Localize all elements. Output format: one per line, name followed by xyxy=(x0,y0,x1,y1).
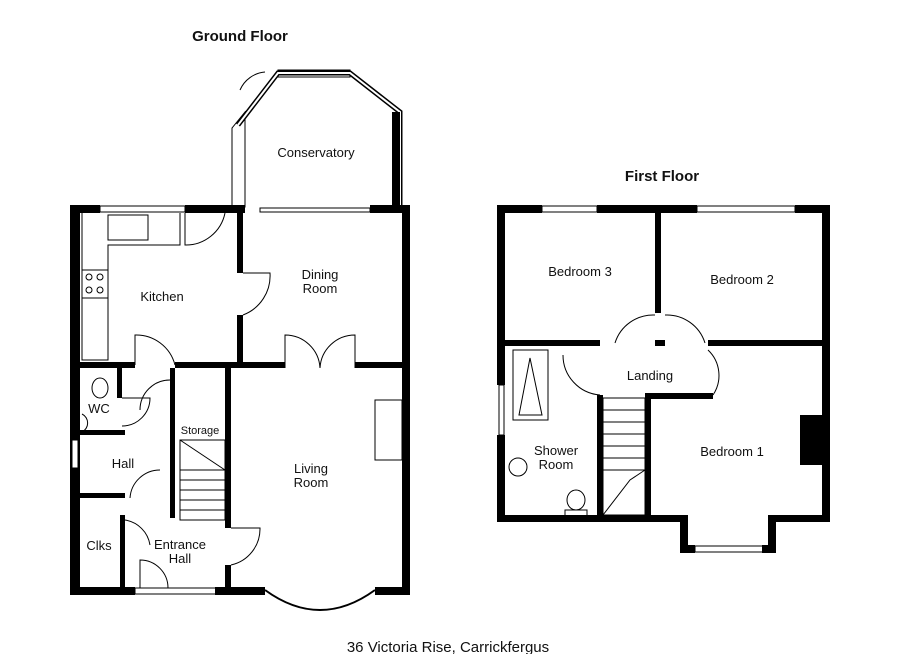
room-entrance-line2: Hall xyxy=(169,551,192,566)
hall-window xyxy=(71,439,79,469)
room-hall: Hall xyxy=(112,456,135,471)
shower-tray xyxy=(512,349,549,421)
first-floor-plan: Bedroom 3 Bedroom 2 Landing Bedroom 1 Sh… xyxy=(497,205,830,553)
room-entrance-line1: Entrance xyxy=(154,537,206,552)
room-shower-line1: Shower xyxy=(534,443,579,458)
room-dining-line1: Dining xyxy=(302,267,339,282)
room-bedroom3: Bedroom 3 xyxy=(548,264,612,279)
conservatory-left-glazing xyxy=(231,110,246,208)
room-clks: Clks xyxy=(86,538,112,553)
kitchen-window xyxy=(99,205,186,213)
room-kitchen: Kitchen xyxy=(140,289,183,304)
first-floor-stairs xyxy=(602,397,646,516)
chimney-breast xyxy=(800,415,822,465)
conservatory-door-swing xyxy=(239,71,266,91)
room-bedroom2: Bedroom 2 xyxy=(710,272,774,287)
basin xyxy=(508,457,528,477)
kitchen-sink xyxy=(107,214,149,241)
back-door-swing xyxy=(184,212,226,246)
front-door-window xyxy=(134,587,221,595)
bedroom3-window xyxy=(541,205,598,213)
shower-window xyxy=(498,384,505,436)
fireplace xyxy=(374,399,403,461)
room-living-line1: Living xyxy=(294,461,328,476)
bay-window xyxy=(264,589,376,611)
room-dining-line2: Room xyxy=(303,281,338,296)
room-bedroom1: Bedroom 1 xyxy=(700,444,764,459)
hob xyxy=(81,269,109,299)
ground-floor-plan: Conservatory Kitchen Dining Room Living … xyxy=(70,69,410,611)
wc-basin xyxy=(81,413,89,433)
ground-stairs xyxy=(179,439,226,521)
room-living-line2: Room xyxy=(294,475,329,490)
wc-toilet xyxy=(91,377,109,399)
patio-doors xyxy=(259,207,371,213)
address-caption: 36 Victoria Rise, Carrickfergus xyxy=(347,639,549,654)
room-wc: WC xyxy=(88,401,110,416)
ground-floor-title: Ground Floor xyxy=(192,28,288,45)
first-floor-title: First Floor xyxy=(625,168,699,185)
room-shower-line2: Room xyxy=(539,457,574,472)
toilet xyxy=(566,489,586,511)
room-landing: Landing xyxy=(627,368,673,383)
room-conservatory: Conservatory xyxy=(277,145,355,160)
room-storage: Storage xyxy=(181,425,220,437)
bedroom2-window xyxy=(696,205,796,213)
bedroom1-window xyxy=(694,545,766,553)
